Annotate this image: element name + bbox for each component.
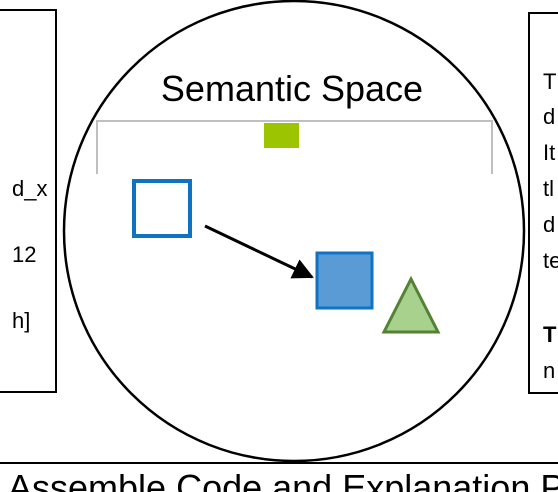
right-panel-line: d bbox=[543, 212, 555, 237]
right-panel-box bbox=[528, 12, 558, 394]
semantic-space-title: Semantic Space bbox=[161, 68, 423, 109]
arrow bbox=[204, 224, 314, 279]
left-panel-line: d_x bbox=[12, 176, 47, 201]
target-square bbox=[315, 251, 374, 310]
right-panel-line: d bbox=[543, 104, 555, 129]
green-marker bbox=[264, 123, 299, 148]
semantic-space-circle bbox=[62, 0, 526, 463]
bottom-caption: Assemble Code and Explanation P bbox=[8, 467, 558, 492]
left-panel-line: h] bbox=[12, 308, 30, 333]
right-panel-line: It bbox=[543, 140, 555, 165]
triangle bbox=[381, 275, 441, 334]
right-panel-line: tl bbox=[543, 176, 554, 201]
bracket bbox=[96, 120, 493, 174]
right-panel-line: T bbox=[543, 69, 556, 94]
left-panel-box bbox=[0, 9, 57, 393]
left-panel-line: 12 bbox=[12, 242, 36, 267]
source-square bbox=[132, 179, 192, 238]
right-panel-bold-line: T bbox=[543, 322, 557, 347]
right-panel-line: te bbox=[543, 248, 558, 273]
right-panel-last-line: n bbox=[543, 358, 555, 383]
